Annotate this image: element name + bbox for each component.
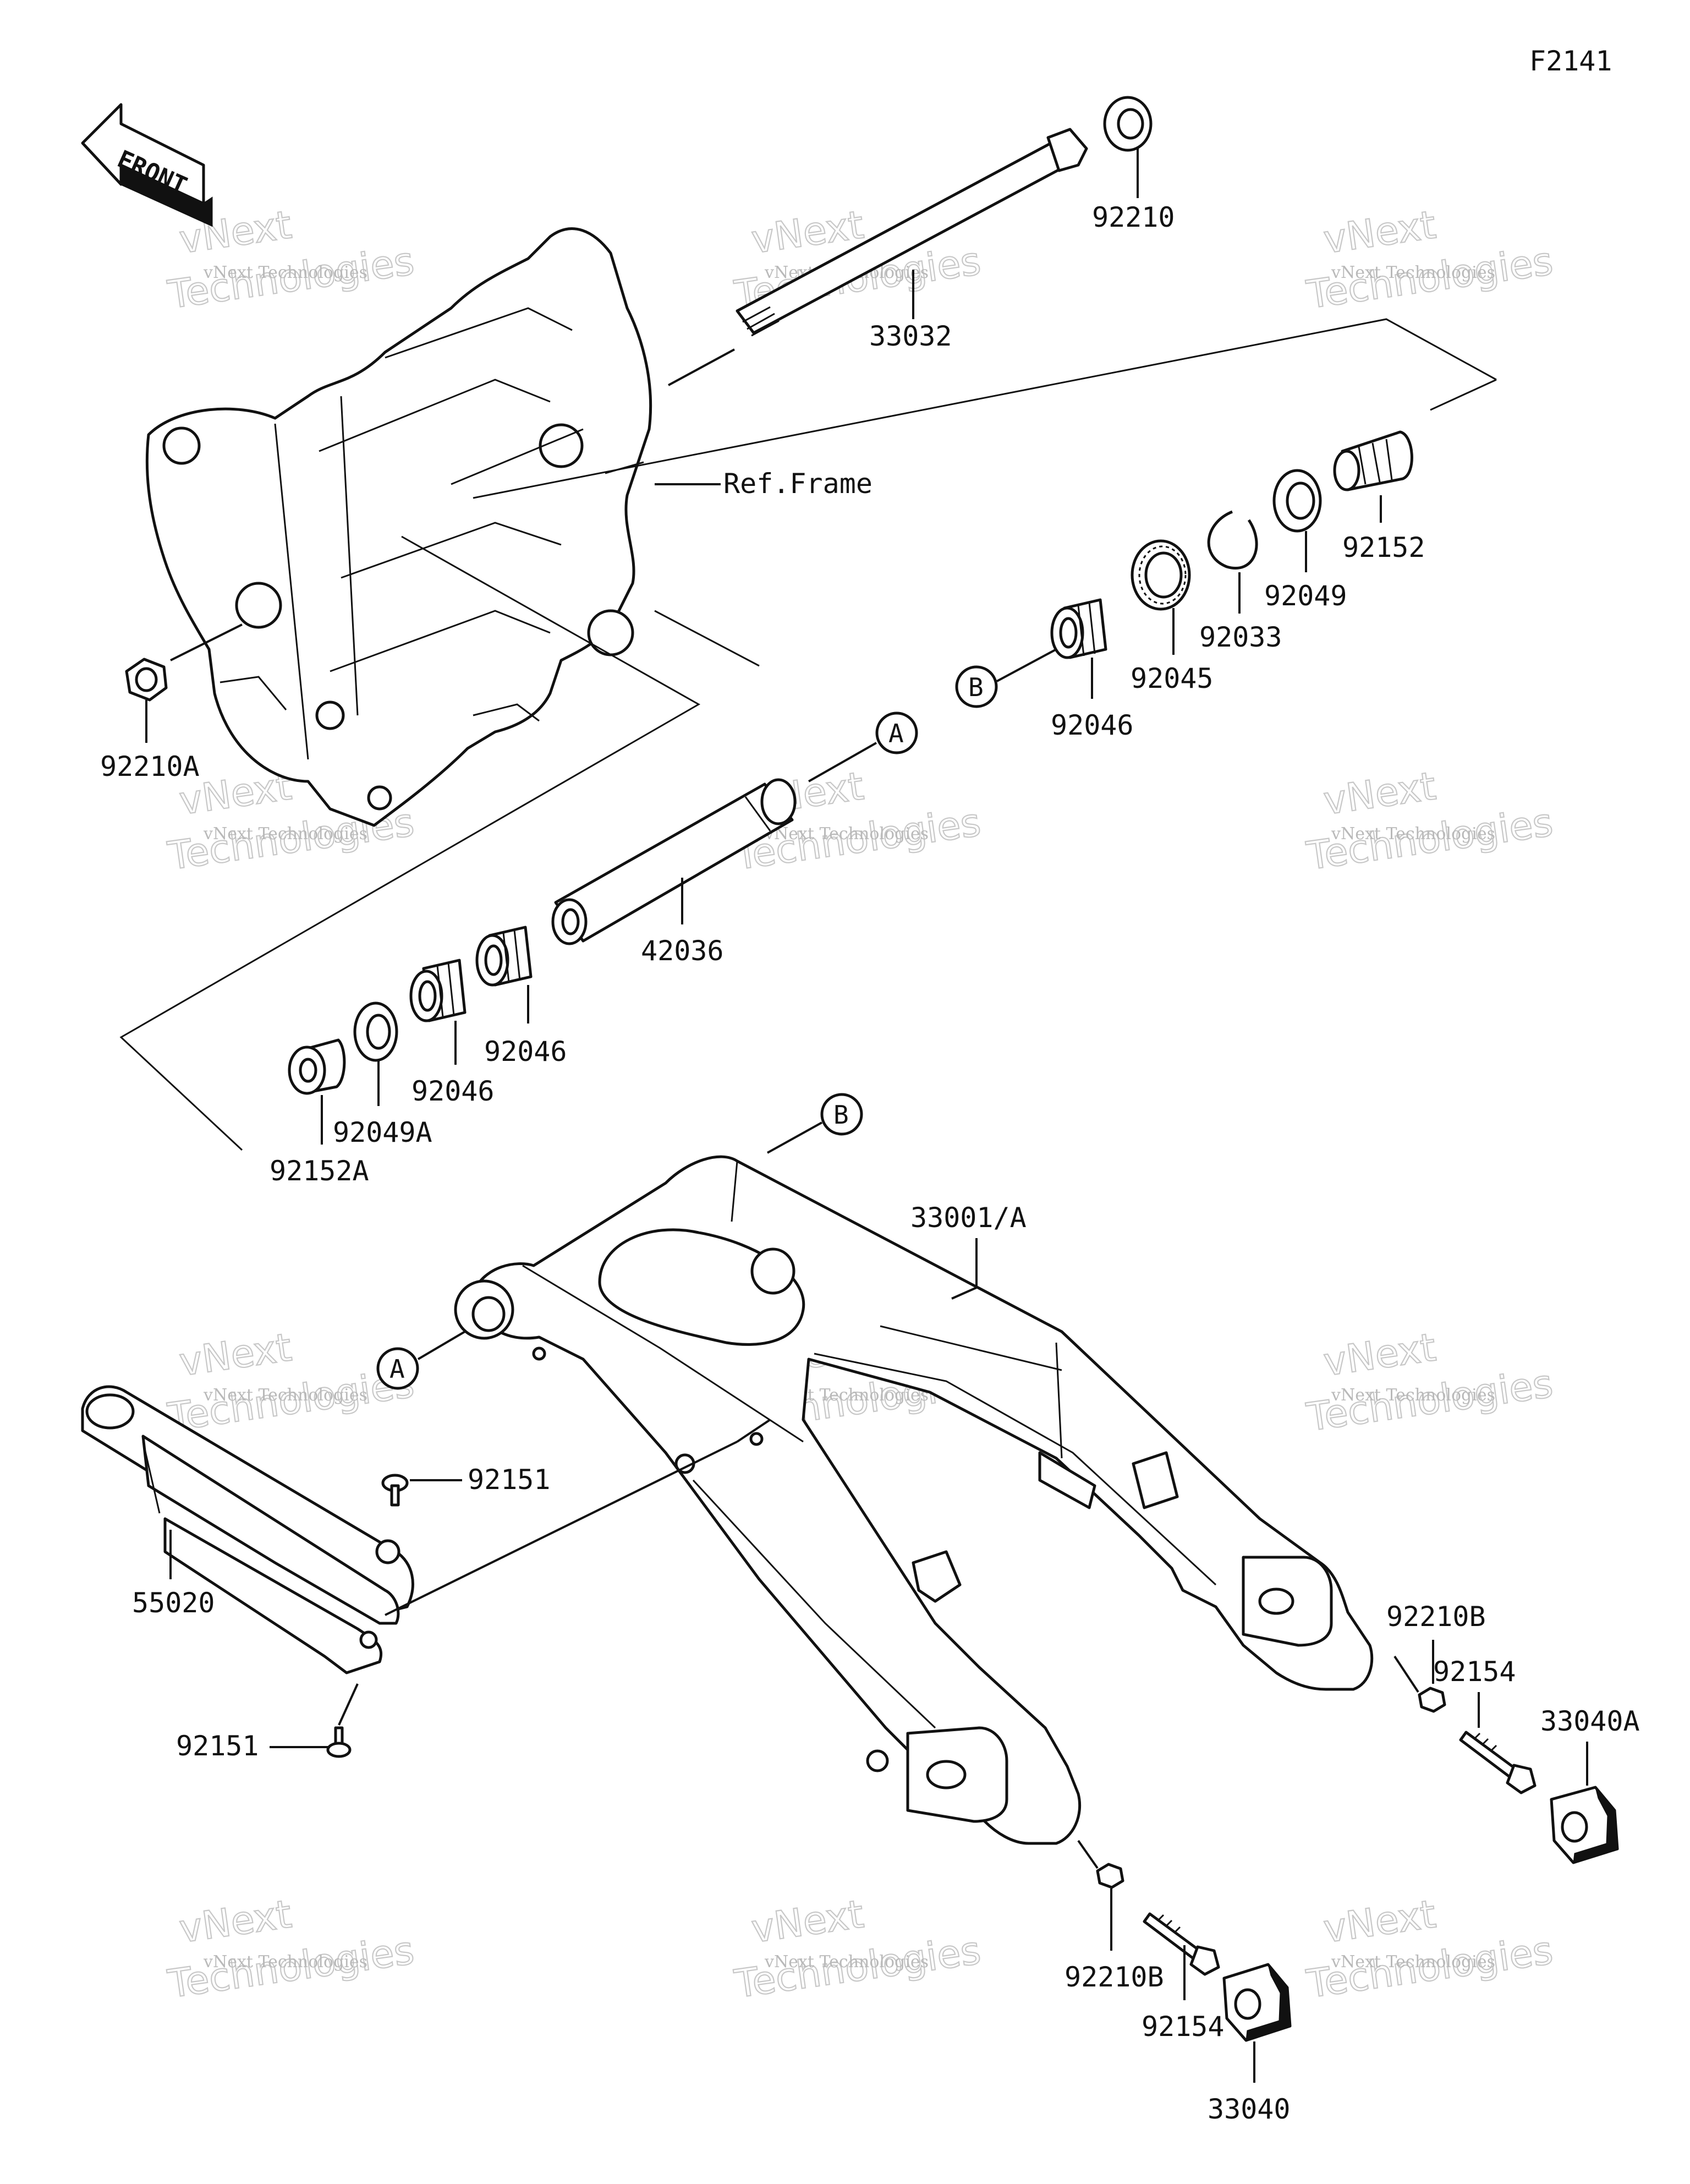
screw-92151-top xyxy=(381,1474,409,1507)
label-33040A: 33040A xyxy=(1540,1705,1640,1737)
label-92033: 92033 xyxy=(1199,621,1282,653)
label-33040: 33040 xyxy=(1208,2093,1291,2125)
spacer-42036 xyxy=(551,778,797,945)
label-92046-low: 92046 xyxy=(411,1075,495,1107)
label-92154-right: 92154 xyxy=(1433,1656,1516,1688)
label-92210B-bottom: 92210B xyxy=(1065,1961,1164,1993)
watermark-9: vNext Technologies vNext Technologies xyxy=(1303,1324,1556,1441)
label-92151-top: 92151 xyxy=(468,1464,551,1496)
ref-frame-label: Ref.Frame xyxy=(723,468,873,500)
assembly-box-upper-right xyxy=(1430,379,1497,411)
label-33001A: 33001/A xyxy=(910,1202,1027,1234)
watermark-11: vNext Technologies vNext Technologies xyxy=(731,1891,984,2007)
callout-a-bottom-text: A xyxy=(389,1354,405,1384)
leader-92151-bottom-up xyxy=(338,1683,359,1726)
chain-adjuster-33040 xyxy=(1222,1963,1292,2042)
svg-text:vNext Technologies: vNext Technologies xyxy=(1331,1386,1495,1405)
leader-92210B-bottom-axle xyxy=(1077,1840,1099,1869)
collar-92152 xyxy=(1333,430,1413,491)
svg-text:vNext Technologies: vNext Technologies xyxy=(1331,1952,1495,1972)
assembly-box-upper-bottom xyxy=(654,610,760,667)
bolt-92154-bottom xyxy=(1143,1912,1220,1976)
figure-code: F2141 xyxy=(1529,45,1612,77)
watermark-10: vNext Technologies vNext Technologies xyxy=(164,1891,418,2007)
label-33032: 33032 xyxy=(869,320,952,352)
label-92152A: 92152A xyxy=(270,1155,369,1187)
nut-92210 xyxy=(1103,96,1153,152)
svg-text:vNext: vNext xyxy=(1321,1891,1439,1952)
slider-assembly-line xyxy=(385,1441,738,1616)
assembly-box-lower xyxy=(119,535,701,1151)
svg-text:vNext: vNext xyxy=(177,1891,294,1952)
seal-92049 xyxy=(1272,469,1322,533)
callout-a-top xyxy=(875,711,918,754)
label-92210A: 92210A xyxy=(100,751,200,782)
label-92151-bottom: 92151 xyxy=(176,1730,259,1762)
pivot-shaft-33032 xyxy=(736,128,1088,337)
svg-text:vNext Technologies: vNext Technologies xyxy=(1331,263,1495,282)
label-42036: 42036 xyxy=(641,935,724,967)
callout-a-top-text: A xyxy=(888,719,904,748)
watermark-3: vNext Technologies vNext Technologies xyxy=(1303,201,1556,318)
needle-bearing-92046-upper xyxy=(1050,598,1107,659)
label-92045: 92045 xyxy=(1131,663,1214,694)
watermark-7: vNext Technologies vNext Technologies xyxy=(164,1324,418,1441)
callout-b-bottom xyxy=(820,1093,863,1136)
label-92046-mid: 92046 xyxy=(484,1036,567,1068)
nut-92210B-right xyxy=(1418,1687,1446,1713)
bearing-92045 xyxy=(1131,539,1191,611)
bolt-92154-right xyxy=(1459,1731,1537,1794)
watermark-12: vNext Technologies vNext Technologies xyxy=(1303,1891,1556,2007)
chain-slider-55020 xyxy=(81,1385,414,1674)
label-55020: 55020 xyxy=(132,1587,215,1619)
leader-callout-a-bottom xyxy=(417,1331,466,1360)
leader-92210A-frame xyxy=(170,623,243,661)
svg-text:vNext: vNext xyxy=(749,1891,866,1952)
leader-92210B-right-axle xyxy=(1393,1655,1419,1693)
needle-bearing-92046-mid xyxy=(475,926,533,987)
frame-reference xyxy=(145,227,652,827)
callout-b-top-text: B xyxy=(968,672,984,702)
watermark-6: vNext Technologies vNext Technologies xyxy=(1303,763,1556,879)
swingarm-33001A xyxy=(454,1155,1374,1845)
svg-text:vNext Technologies: vNext Technologies xyxy=(203,824,367,844)
seal-92049A xyxy=(353,1001,398,1062)
svg-text:vNext Technologies: vNext Technologies xyxy=(203,263,367,282)
leader-callout-b-top xyxy=(996,648,1057,682)
label-92049A: 92049A xyxy=(333,1116,432,1148)
pivot-shaft-leader-left xyxy=(668,348,735,386)
callout-b-bottom-text: B xyxy=(833,1100,849,1130)
svg-text:vNext Technologies: vNext Technologies xyxy=(203,1952,367,1972)
leader-33001A-tip xyxy=(951,1287,977,1300)
slider-assembly-line-2 xyxy=(736,1419,771,1443)
collar-92152A xyxy=(288,1038,346,1095)
svg-text:vNext Technologies: vNext Technologies xyxy=(203,1386,367,1405)
label-92046-upper: 92046 xyxy=(1051,709,1134,741)
svg-text:vNext: vNext xyxy=(1321,202,1439,262)
svg-text:vNext: vNext xyxy=(1321,1324,1439,1385)
svg-text:vNext Technologies: vNext Technologies xyxy=(1331,824,1495,844)
assembly-box-upper-top xyxy=(473,318,1497,499)
needle-bearing-92046-low xyxy=(409,959,467,1022)
svg-text:vNext: vNext xyxy=(1321,763,1439,824)
svg-text:vNext: vNext xyxy=(177,1324,294,1385)
label-92049: 92049 xyxy=(1264,580,1347,612)
chain-adjuster-33040A xyxy=(1550,1786,1619,1864)
front-arrow-icon: FRONT xyxy=(81,103,213,227)
nut-92210A xyxy=(125,658,168,702)
circlip-92033 xyxy=(1207,510,1258,570)
callout-a-bottom xyxy=(376,1347,419,1390)
label-92152: 92152 xyxy=(1342,532,1425,563)
leader-callout-a-top xyxy=(808,742,877,782)
svg-text:vNext Technologies: vNext Technologies xyxy=(764,1952,929,1972)
label-92210B-right: 92210B xyxy=(1386,1601,1486,1633)
screw-92151-bottom xyxy=(326,1726,352,1758)
leader-callout-b-bottom xyxy=(767,1121,822,1154)
nut-92210B-bottom xyxy=(1096,1863,1124,1889)
callout-b-top xyxy=(955,665,998,708)
label-92210: 92210 xyxy=(1092,201,1175,233)
label-92154-bottom: 92154 xyxy=(1142,2011,1225,2043)
svg-text:vNext Technologies: vNext Technologies xyxy=(764,824,929,844)
